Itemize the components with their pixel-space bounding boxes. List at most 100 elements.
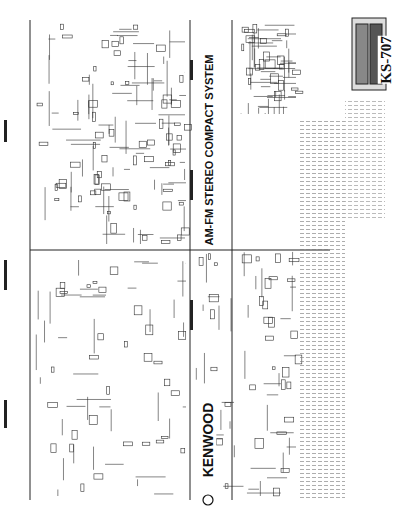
circuit-stroke [48, 402, 58, 407]
circuit-stroke [210, 310, 214, 319]
circuit-stroke [145, 156, 154, 161]
circuit-stroke [273, 488, 279, 496]
circuit-stroke [248, 42, 273, 43]
circuit-stroke [138, 234, 154, 235]
circuit-stroke [183, 322, 184, 336]
circuit-stroke [153, 78, 154, 90]
circuit-stroke [56, 288, 64, 296]
circuit-stroke [77, 100, 78, 121]
circuit-stroke [51, 367, 54, 372]
circuit-stroke [266, 336, 274, 340]
circuit-stroke [265, 113, 266, 115]
circuit-stroke [289, 438, 290, 455]
circuit-stroke [74, 112, 79, 114]
circuit-stroke [283, 107, 284, 114]
circuit-stroke [120, 37, 124, 44]
circuit-stroke [168, 115, 169, 145]
circuit-stroke [124, 169, 130, 170]
circuit-stroke [264, 317, 272, 323]
circuit-stroke [242, 27, 248, 32]
circuit-stroke [93, 281, 97, 283]
circuit-stroke [52, 129, 81, 130]
circuit-stroke [223, 486, 243, 487]
circuit-stroke [156, 45, 165, 52]
sheet-title: AM-FM STEREO COMPACT SYSTEM [199, 54, 217, 245]
circuit-stroke [170, 149, 186, 150]
circuit-stroke [95, 132, 103, 138]
circuit-stroke [125, 341, 128, 347]
circuit-stroke [45, 187, 46, 220]
circuit-stroke [285, 29, 288, 36]
circuit-stroke [265, 60, 275, 68]
circuit-stroke [290, 287, 296, 288]
circuit-stroke [102, 155, 107, 162]
circuit-stroke [103, 187, 104, 215]
circuit-stroke [180, 162, 185, 163]
circuit-stroke [220, 410, 221, 430]
circuit-stroke [134, 52, 135, 79]
circuit-stroke [267, 95, 285, 96]
circuit-stroke [288, 279, 295, 281]
circuit-stroke [128, 60, 136, 61]
circuit-stroke [214, 263, 217, 266]
circuit-stroke [154, 493, 173, 494]
model-number-text: KS-707 [378, 36, 394, 84]
circuit-stroke [263, 301, 268, 309]
circuit-stroke [254, 96, 273, 97]
circuit-stroke [73, 373, 98, 374]
circuit-stroke [61, 24, 64, 29]
circuit-stroke [82, 77, 89, 81]
circuit-stroke [134, 205, 136, 209]
circuit-stroke [211, 367, 217, 370]
circuit-stroke [267, 477, 287, 478]
circuit-stroke [274, 83, 296, 84]
circuit-stroke [204, 353, 205, 383]
circuit-stroke [163, 95, 172, 103]
circuit-stroke [66, 140, 101, 141]
circuit-stroke [266, 56, 280, 57]
circuit-stroke [277, 432, 287, 435]
circuit-stroke [163, 202, 171, 210]
circuit-stroke [154, 80, 162, 81]
circuit-stroke [99, 406, 110, 407]
circuit-stroke [60, 292, 67, 294]
circuit-stroke [142, 236, 147, 241]
circuit-stroke [50, 292, 51, 324]
circuit-stroke [113, 167, 114, 176]
circuit-stroke [94, 174, 98, 184]
circuit-stroke [267, 405, 268, 431]
circuit-stroke [234, 445, 235, 457]
circuit-stroke [146, 325, 153, 335]
circuit-stroke [169, 419, 170, 439]
circuit-stroke [162, 100, 167, 108]
circuit-stroke [134, 306, 142, 315]
circuit-stroke [92, 112, 95, 121]
circuit-stroke [284, 57, 285, 92]
circuit-stroke [184, 206, 185, 231]
circuit-stroke [242, 44, 244, 51]
circuit-stroke [166, 134, 172, 140]
circuit-stroke [247, 493, 281, 494]
circuit-stroke [87, 285, 90, 288]
circuit-stroke [154, 361, 162, 364]
circuit-stroke [107, 212, 110, 214]
circuit-stroke [38, 291, 39, 320]
circuit-stroke [177, 135, 181, 140]
circuit-stroke [246, 36, 255, 43]
circuit-stroke [209, 295, 218, 302]
circuit-stroke [93, 295, 106, 296]
circuit-stroke [260, 79, 271, 80]
circuit-stroke [59, 180, 66, 189]
circuit-stroke [147, 53, 148, 85]
circuit-stroke [230, 421, 231, 428]
circuit-stroke [132, 82, 164, 83]
circuit-stroke [136, 476, 166, 477]
circuit-stroke [120, 85, 139, 86]
circuit-stroke [268, 99, 269, 114]
circuit-stroke [112, 93, 132, 94]
circuit-stroke [107, 386, 110, 394]
circuit-stroke [171, 391, 179, 396]
circuit-stroke [288, 96, 296, 97]
circuit-stroke [171, 101, 180, 108]
circuit-stroke [111, 223, 117, 233]
